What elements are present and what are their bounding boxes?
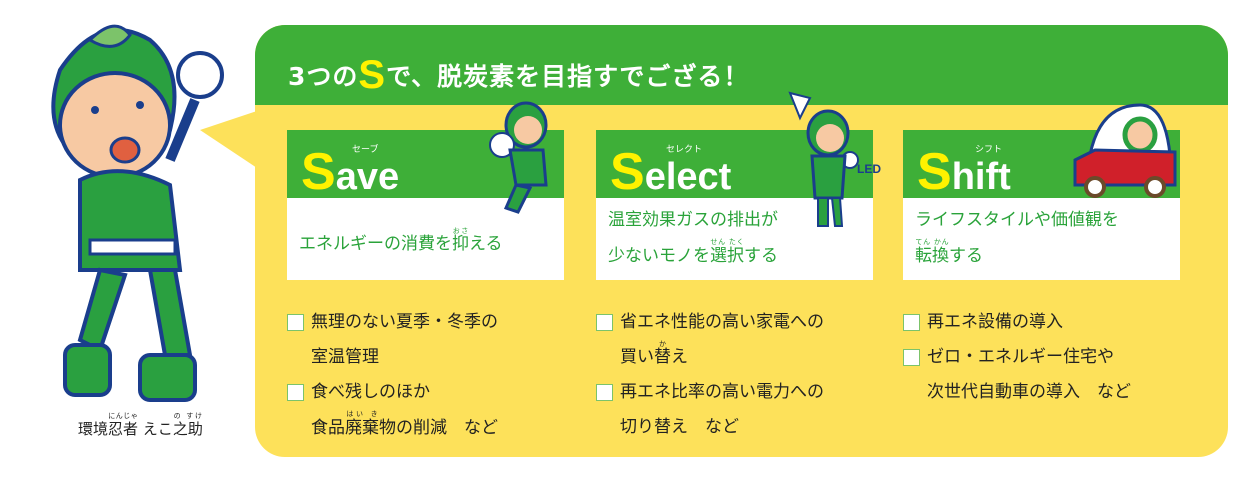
headline-band [255,25,1228,105]
mascot-led-bulb-illustration [788,91,859,227]
card-title-s: S [610,143,645,201]
ruby-text: てん かん [915,238,949,246]
item-text: 室温管理 [311,347,379,367]
list-item: 再エネ比率の高い電力への [596,375,824,410]
mascot-name-caption: 環境忍者にんじゃ えこ之助の すけ [78,412,203,439]
desc-line: 少ないモノを選択せん たくする [608,238,778,274]
card-title-rest: ave [335,156,400,198]
mascot-car-illustration [1073,103,1177,198]
item-text: 省エネ性能の高い家電への [620,312,824,332]
item-text: 無理のない夏季・冬季の [311,312,498,332]
card-title-s: S [917,143,952,201]
desc-text: える [469,234,503,254]
select-actions-list: 省エネ性能の高い家電への 買い替かえ 再エネ比率の高い電力への 切り替え など [596,305,824,445]
item-text: ゼロ・エネルギー住宅や [927,347,1114,367]
ruby-text: おさ [452,227,469,235]
headline: 3つのSで、脱炭素を目指すでござる！ [288,53,749,98]
checkbox-icon [287,314,304,331]
card-title-kana: セレクト [666,145,703,155]
headline-text: で、脱炭素を目指すでござる！ [386,62,750,91]
desc-text: する [744,246,778,266]
list-item: 食べ残しのほか [287,375,498,410]
checkbox-icon [596,384,613,401]
shift-actions-list: 再エネ設備の導入 ゼロ・エネルギー住宅や 次世代自動車の導入 など [903,305,1131,410]
card-title-rest: hift [951,156,1011,198]
card-title-kana: シフト [975,145,1003,155]
headline-text: 3つの [288,62,359,91]
item-text: 食品廃棄はい き物の削減 など [287,410,498,446]
item-text: 切り替え など [620,417,739,437]
ruby-text: にんじゃ [108,412,139,420]
checkbox-icon [903,349,920,366]
card-title: Save [301,142,399,202]
desc-text: する [949,246,983,266]
save-actions-list: 無理のない夏季・冬季の 室温管理 食べ残しのほか 食品廃棄はい き物の削減 など [287,305,498,446]
item-text: 廃棄 [345,418,379,438]
list-item: ゼロ・エネルギー住宅や [903,340,1131,375]
ruby-text: の すけ [172,412,203,420]
card-title-kana: セーブ [352,145,379,155]
list-item: 再エネ設備の導入 [903,305,1131,340]
desc-text: 少ないモノを [608,246,710,266]
led-label: LED [857,162,881,176]
item-text: 食品 [311,418,345,438]
item-text: 再エネ比率の高い電力への [620,382,824,402]
desc-line: 転換てん かんする [915,238,1119,274]
card-description: 温室効果ガスの排出が 少ないモノを選択せん たくする [608,202,778,274]
ruby-text: せん たく [710,238,744,246]
caption-text: 之助 [172,420,203,438]
desc-text: 抑 [452,234,469,254]
item-text: 物の削減 など [379,418,498,438]
desc-text: 転換 [915,246,949,266]
card-description: エネルギーの消費を抑おさえる [299,226,503,262]
headline-s: S [358,53,387,97]
card-description: ライフスタイルや価値観を 転換てん かんする [915,202,1119,274]
list-item: 無理のない夏季・冬季の [287,305,498,340]
mascot-eco-nosuke-illustration [51,24,224,402]
caption-text: 忍者 [108,420,139,438]
checkbox-icon [903,314,920,331]
item-text: 買い替かえ [596,340,824,375]
caption-text: 環境 [78,420,109,438]
item-text: 替 [654,347,671,367]
card-title: Select [610,142,731,202]
item-text: え [671,347,688,367]
desc-line: ライフスタイルや価値観を [915,210,1119,230]
ruby-text: はい き [345,410,379,418]
ruby-text: か [654,340,671,348]
card-title-s: S [301,143,336,201]
caption-text: えこ [138,420,173,438]
checkbox-icon [596,314,613,331]
item-text: 再エネ設備の導入 [927,312,1063,332]
card-title-rest: elect [644,156,732,198]
desc-line: 温室効果ガスの排出が [608,210,778,230]
mascot-fan-illustration [489,101,548,214]
list-item: 省エネ性能の高い家電への [596,305,824,340]
card-title: Shift [917,142,1011,202]
speech-bubble-tail [200,110,260,170]
checkbox-icon [287,384,304,401]
item-text: 買い [620,347,654,367]
item-text: 次世代自動車の導入 など [927,382,1131,402]
desc-text: エネルギーの消費を [299,234,452,254]
item-text: 食べ残しのほか [311,382,430,402]
desc-text: 選択 [710,246,744,266]
